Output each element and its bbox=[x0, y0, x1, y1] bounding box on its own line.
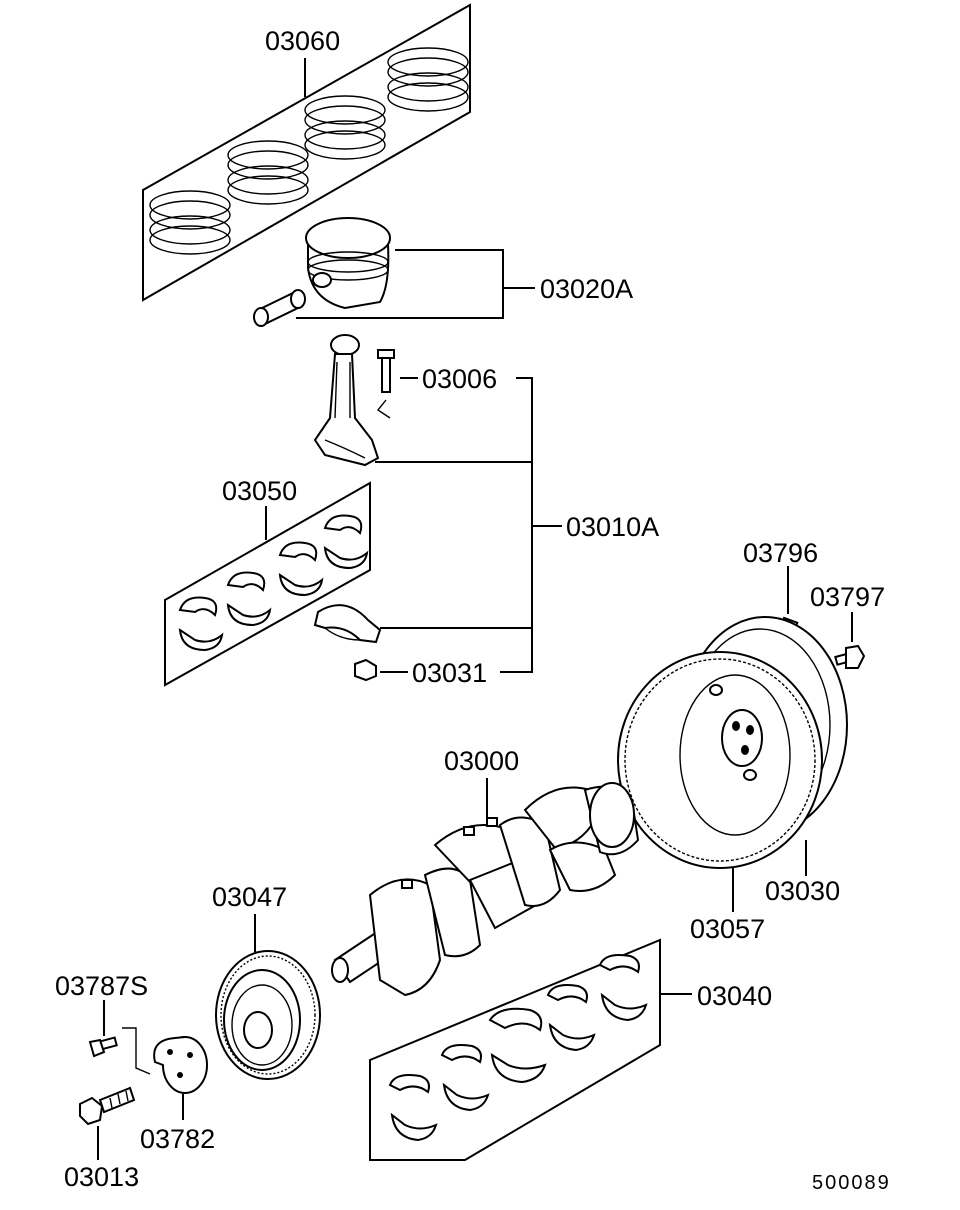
rod-bearing-pair bbox=[226, 571, 272, 627]
callout-03047: 03047 bbox=[212, 882, 287, 912]
callout-03797: 03797 bbox=[810, 582, 885, 612]
pulley-bolt bbox=[88, 1036, 118, 1058]
crank-bolt bbox=[79, 1086, 136, 1126]
rod-bearings-group: 03050 bbox=[164, 476, 371, 687]
connecting-rod-assembly: 03006 03010A bbox=[313, 334, 659, 673]
damper-pulley bbox=[215, 950, 321, 1080]
callout-03010A: 03010A bbox=[566, 512, 659, 542]
flywheel-bolt bbox=[834, 644, 866, 669]
callout-03040: 03040 bbox=[697, 981, 772, 1011]
callout-03000: 03000 bbox=[444, 746, 519, 776]
crankshaft bbox=[331, 782, 640, 997]
piston-ring-set bbox=[387, 47, 469, 112]
callout-03031: 03031 bbox=[412, 658, 487, 688]
piston-ring-set bbox=[227, 140, 309, 205]
diagram-code: 500089 bbox=[812, 1172, 891, 1194]
callout-03796: 03796 bbox=[743, 538, 818, 568]
rod-bearing-pair bbox=[278, 541, 324, 597]
piston-pin bbox=[253, 289, 306, 327]
rod-cap bbox=[313, 604, 382, 644]
rod-bolt bbox=[376, 349, 395, 419]
sensor-plate bbox=[153, 1036, 208, 1094]
main-bearing-pair bbox=[388, 1074, 438, 1142]
piston-assembly: 03020A bbox=[253, 217, 633, 327]
callout-03057: 03057 bbox=[690, 914, 765, 944]
callout-03787S: 03787S bbox=[55, 971, 148, 1001]
piston-rings-group: 03060 bbox=[142, 3, 471, 302]
callout-03013: 03013 bbox=[64, 1162, 139, 1192]
flywheel bbox=[617, 616, 848, 869]
callout-03030: 03030 bbox=[765, 876, 840, 906]
callout-03060: 03060 bbox=[265, 26, 340, 56]
main-bearing-pair bbox=[488, 1007, 547, 1084]
callout-03782: 03782 bbox=[140, 1124, 215, 1154]
main-bearing-pair bbox=[546, 984, 596, 1052]
main-bearing-pair bbox=[598, 954, 648, 1022]
piston-ring-set bbox=[304, 95, 386, 160]
rod-bearing-pair bbox=[178, 596, 224, 652]
piston-ring-set bbox=[149, 190, 231, 255]
callout-03006: 03006 bbox=[422, 364, 497, 394]
callout-03020A: 03020A bbox=[540, 274, 633, 304]
callout-03050: 03050 bbox=[222, 476, 297, 506]
main-bearings-group bbox=[369, 938, 661, 1161]
rod-bearing-pair bbox=[323, 514, 369, 570]
main-bearing-pair bbox=[440, 1044, 490, 1112]
rod-nut bbox=[354, 658, 377, 682]
